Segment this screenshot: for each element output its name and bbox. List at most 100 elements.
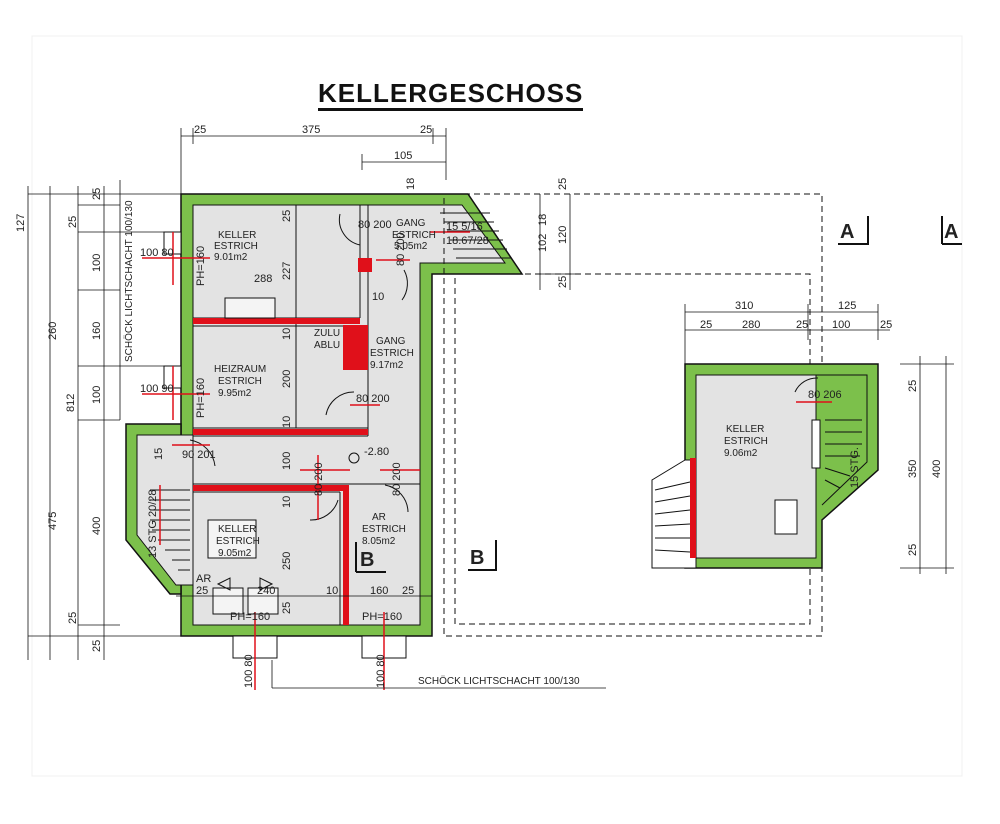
dim-rt-25a: 25	[557, 178, 569, 190]
dim-gang-10: 10	[372, 291, 384, 303]
svg-text:ESTRICH: ESTRICH	[214, 241, 258, 252]
dim-mid-10a: 10	[281, 328, 293, 340]
dim-left-100b: 100	[91, 386, 103, 404]
window-dim-2: 100 90	[140, 383, 174, 395]
door-dim-5: 80 200	[313, 462, 325, 496]
door-dim-3: 90 201	[182, 449, 216, 461]
dim-rh-310: 310	[735, 300, 753, 312]
dim-left-475: 475	[47, 512, 59, 530]
dimension-lines	[27, 128, 954, 689]
svg-text:KELLER: KELLER	[726, 424, 764, 435]
dim-mid-200: 200	[281, 370, 293, 388]
dim-rh-side-25b: 25	[907, 544, 919, 556]
door-dim-7: 80 206	[808, 389, 842, 401]
stairs-side-label: 15 STG.	[849, 447, 861, 488]
ph-label-2: PH=160	[195, 378, 207, 418]
svg-text:AR: AR	[372, 512, 386, 523]
ph-label-3: PH=160	[230, 611, 270, 623]
svg-text:GANG: GANG	[376, 336, 406, 347]
door-dim-6: 80 200	[391, 462, 403, 496]
dim-rt-120: 120	[557, 226, 569, 244]
section-marker-a2: A	[944, 221, 958, 243]
dim-left-25c: 25	[91, 640, 103, 652]
stairs-upper-label: 15 5/16	[446, 221, 483, 233]
dim-mid-227: 227	[281, 262, 293, 280]
window-dim-3: 100 80	[243, 654, 255, 688]
section-marker-b1: B	[360, 549, 374, 571]
svg-text:9.95m2: 9.95m2	[218, 388, 252, 399]
lichtschacht-label-bottom: SCHÖCK LICHTSCHACHT 100/130	[418, 675, 580, 687]
svg-text:9.05m2: 9.05m2	[218, 548, 252, 559]
door-dim-4: 80 200	[356, 393, 390, 405]
dim-top-left: 25	[194, 124, 206, 136]
section-marker-b2: B	[470, 547, 484, 569]
dim-bottom-160: 160	[370, 585, 388, 597]
dim-left-25b: 25	[67, 612, 79, 624]
dim-left-260: 260	[47, 322, 59, 340]
dim-mid-100: 100	[281, 452, 293, 470]
dim-rh-100: 100	[832, 319, 850, 331]
dim-top-small: 18	[405, 178, 417, 190]
dim-rh-side-350: 350	[907, 460, 919, 478]
ph-label-1: PH=160	[195, 246, 207, 286]
room-ar: AR ESTRICH 8.05m2	[362, 512, 406, 547]
dim-rh-side-25a: 25	[907, 380, 919, 392]
dim-mid-25: 25	[281, 602, 293, 614]
room-keller-3: KELLER ESTRICH 9.06m2	[724, 424, 768, 459]
room-gang-1: GANG ESTRICH 5.05m2	[392, 218, 436, 252]
svg-text:8.05m2: 8.05m2	[362, 536, 396, 547]
door-dim-2: 80 200	[395, 232, 407, 266]
svg-text:9.17m2: 9.17m2	[370, 360, 404, 371]
svg-text:9.06m2: 9.06m2	[724, 448, 758, 459]
zuluft-label: ZULU	[314, 328, 340, 339]
svg-text:GANG: GANG	[396, 218, 426, 229]
dim-bottom-25: 25	[402, 585, 414, 597]
window-dim-4: 100 80	[375, 654, 387, 688]
ar-small-label: AR	[196, 573, 211, 585]
dim-left-400: 400	[91, 517, 103, 535]
svg-text:5.05m2: 5.05m2	[394, 241, 428, 252]
dim-rh-25a: 25	[700, 319, 712, 331]
red-marks	[142, 231, 470, 690]
dim-left-top-25: 25	[91, 188, 103, 200]
lichtschacht-label-left: SCHÖCK LICHTSCHACHT 100/130	[123, 200, 135, 362]
svg-text:ESTRICH: ESTRICH	[218, 376, 262, 387]
dim-left-160: 160	[91, 322, 103, 340]
dim-mid-288: 288	[254, 273, 272, 285]
side-building	[651, 363, 879, 569]
svg-text:KELLER: KELLER	[218, 524, 256, 535]
room-keller-2: KELLER ESTRICH 9.05m2	[216, 524, 260, 559]
plan-title: KELLERGESCHOSS	[318, 78, 584, 111]
fire-walls	[193, 258, 372, 625]
dim-left-127: 127	[15, 214, 27, 232]
dim-bottom-10: 10	[326, 585, 338, 597]
dim-rt-25b: 25	[557, 276, 569, 288]
stairs-upper-label-b: 18.67/28	[446, 235, 489, 247]
fixtures	[207, 297, 279, 615]
dim-bottom-240: 240	[257, 585, 275, 597]
room-gang-2: GANG ESTRICH 9.17m2	[370, 336, 414, 371]
level-marker-icon	[348, 452, 360, 464]
dim-top-inner: 105	[394, 150, 412, 162]
side-stairs	[654, 419, 862, 553]
dim-left-25a: 25	[67, 216, 79, 228]
dim-mid-10c: 10	[281, 496, 293, 508]
dim-rh-25b: 25	[796, 319, 808, 331]
svg-text:ESTRICH: ESTRICH	[216, 536, 260, 547]
dim-bottom-left-25: 25	[196, 585, 208, 597]
dim-left-812: 812	[65, 394, 77, 412]
svg-text:9.01m2: 9.01m2	[214, 252, 248, 263]
dim-mid-10b: 10	[281, 416, 293, 428]
room-heizraum: HEIZRAUM ESTRICH 9.95m2	[214, 364, 266, 399]
dim-top-right: 25	[420, 124, 432, 136]
svg-text:HEIZRAUM: HEIZRAUM	[214, 364, 266, 375]
dim-top-25-inner: 25	[281, 210, 293, 222]
dim-top-main: 375	[302, 124, 320, 136]
window-dim-1: 100 80	[140, 247, 174, 259]
section-marker-a1: A	[840, 221, 854, 243]
dim-rt-18: 18	[537, 214, 549, 226]
fixture-arrows	[216, 577, 274, 591]
stairs-upper	[440, 212, 511, 259]
stairs-main-top-label: 15	[153, 448, 165, 460]
stairs-left	[150, 489, 190, 571]
